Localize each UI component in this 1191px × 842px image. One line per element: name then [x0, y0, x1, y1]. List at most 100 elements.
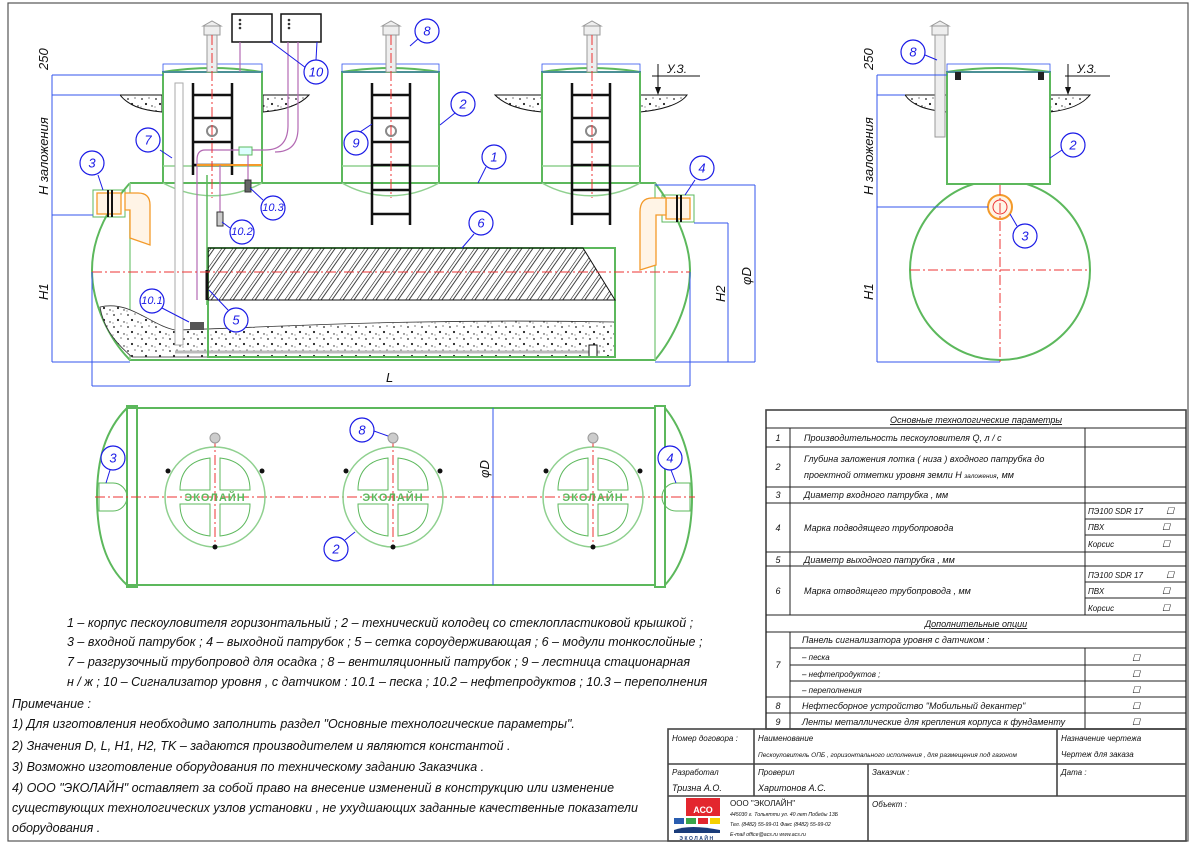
svg-text:Дата :: Дата : [1060, 768, 1087, 777]
overflow-sensor [244, 179, 252, 193]
sediment [99, 305, 616, 358]
note-item: оборудования . [12, 821, 100, 835]
note-item: 3) Возможно изготовление оборудования по… [12, 760, 484, 774]
svg-text:– песка: – песка [801, 653, 830, 662]
product-name: Пескоуловитель ОПБ , горизонтального исп… [758, 751, 1017, 759]
cover-brand-text: ЭКОЛАЙН [362, 491, 423, 504]
svg-text:ПЭ100 SDR 17: ПЭ100 SDR 17 [1088, 571, 1143, 580]
level-signal-panel-icon [231, 13, 322, 43]
svg-text:7: 7 [144, 133, 152, 148]
outlet-plan [661, 482, 691, 512]
svg-text:Проверил: Проверил [758, 768, 795, 777]
svg-text:445030 г. Тольятти ул. 40 лет: 445030 г. Тольятти ул. 40 лет Победы 13Б [730, 812, 839, 818]
callout-2-side: 2 [1060, 132, 1086, 158]
checkbox[interactable]: ☐ [1166, 570, 1175, 580]
ladder-icon [191, 83, 612, 225]
company-name: ООО "ЭКОЛАЙН" [730, 799, 795, 808]
note-item: 4) ООО "ЭКОЛАЙН" оставляет за собой прав… [12, 779, 614, 795]
svg-text:1: 1 [490, 150, 497, 165]
dim-h2: H2 [713, 285, 728, 302]
svg-text:ЭКОЛАЙН: ЭКОЛАЙН [679, 834, 714, 842]
dim-250-side: 250 [861, 48, 876, 71]
svg-text:ПЭ100 SDR 17: ПЭ100 SDR 17 [1088, 507, 1143, 516]
ground-level-label-side: У.З. [1076, 64, 1097, 76]
dim-h1: H1 [36, 283, 51, 300]
svg-text:Назначение чертежа: Назначение чертежа [1061, 734, 1142, 743]
svg-text:2: 2 [774, 462, 780, 472]
dim-250: 250 [36, 48, 51, 71]
checkbox[interactable]: ☐ [1166, 506, 1175, 516]
table-title: Основные технологические параметры [890, 415, 1062, 425]
svg-text:5: 5 [232, 313, 240, 328]
callout-10-2: 10.2 [229, 219, 255, 245]
sheet-frame [7, 2, 1189, 842]
checkbox[interactable]: ☐ [1132, 653, 1141, 663]
svg-text:Нефтесборное устройство "Мобил: Нефтесборное устройство "Мобильный декан… [802, 701, 1026, 711]
svg-text:4: 4 [698, 161, 705, 176]
thin-layer-modules [207, 247, 616, 301]
checkbox[interactable]: ☐ [1162, 586, 1171, 596]
well-3 [541, 67, 641, 197]
ground-section [639, 94, 688, 113]
sand-sensor [190, 322, 204, 330]
ground-section [118, 94, 163, 113]
note-item: существующих технологических узлов устан… [12, 801, 638, 815]
svg-text:Производительность пескоуловит: Производительность пескоуловителя Q, л /… [804, 433, 1002, 443]
plan-view: ЭКОЛАЙН ЭКОЛАЙН ЭКОЛАЙН φD [95, 405, 695, 588]
svg-text:1: 1 [775, 433, 780, 443]
svg-text:8: 8 [775, 701, 780, 711]
svg-text:– переполнения: – переполнения [801, 686, 862, 695]
note-item: 2) Значения D, L, H1, H2, TK – задаются … [11, 739, 510, 753]
ground-section [262, 94, 311, 113]
legend-line: 7 – разгрузочный трубопровод для осадка … [67, 655, 690, 669]
cover-brand-text: ЭКОЛАЙН [184, 491, 245, 504]
legend-line: 3 – входной патрубок ; 4 – выходной патр… [67, 635, 703, 649]
callout-8-plan: 8 [349, 417, 375, 443]
svg-text:Чертеж для заказа: Чертеж для заказа [1061, 750, 1134, 759]
note-item: 1) Для изготовления необходимо заполнить… [12, 717, 575, 731]
checkbox[interactable]: ☐ [1162, 539, 1171, 549]
callouts: 8 10 2 1 9 7 3 4 6 10.3 10.2 10.1 5 [79, 18, 715, 333]
svg-text:Марка отводящего трубопровода: Марка отводящего трубопровода , мм [804, 586, 971, 596]
callout-7: 7 [135, 127, 161, 153]
side-view: 250 H заложения H1 У.З. [861, 20, 1110, 363]
legend-line: н / ж ; 10 – Сигнализатор уровня , с дат… [67, 675, 708, 689]
checkbox[interactable]: ☐ [1132, 701, 1141, 711]
outlet-pipe [639, 197, 667, 271]
dim-h1-side: H1 [861, 283, 876, 300]
svg-text:Глубина заложения лотка ( низа: Глубина заложения лотка ( низа ) входног… [804, 454, 1044, 464]
checkbox[interactable]: ☐ [1132, 685, 1141, 695]
svg-text:7: 7 [775, 660, 781, 670]
title-block: Номер договора : Наименование Пескоулови… [667, 728, 1187, 842]
svg-text:3: 3 [775, 490, 780, 500]
ground-section [493, 94, 543, 113]
svg-text:Разработал: Разработал [672, 768, 719, 777]
svg-text:Харитонов А.С.: Харитонов А.С. [757, 783, 826, 793]
svg-text:ПВХ: ПВХ [1088, 523, 1105, 532]
callout-6: 6 [468, 210, 494, 236]
svg-text:Номер договора :: Номер договора : [672, 734, 738, 743]
callout-8-side: 8 [900, 39, 926, 65]
svg-text:3: 3 [1021, 229, 1029, 244]
options-title: Дополнительные опции [924, 619, 1027, 629]
checkbox[interactable]: ☐ [1132, 717, 1141, 727]
checkbox[interactable]: ☐ [1132, 669, 1141, 679]
svg-text:Панель сигнализатора уровня с: Панель сигнализатора уровня с датчиком : [802, 635, 990, 645]
dim-h-zal-side: H заложения [861, 117, 876, 195]
callout-1: 1 [481, 144, 507, 170]
callout-2-plan: 2 [323, 536, 349, 562]
checkbox[interactable]: ☐ [1162, 522, 1171, 532]
svg-text:Тел. (8482) 55-99-01 Факс (848: Тел. (8482) 55-99-01 Факс (8482) 55-99-0… [730, 822, 831, 828]
svg-text:2: 2 [458, 97, 467, 112]
svg-text:Корсис: Корсис [1088, 604, 1114, 613]
callout-10-1: 10.1 [139, 288, 165, 314]
callout-5: 5 [223, 307, 249, 333]
svg-text:проектной отметки уровня земли: проектной отметки уровня земли H заложен… [804, 470, 1014, 480]
svg-text:Заказчик :: Заказчик : [872, 768, 910, 777]
svg-text:9: 9 [352, 136, 359, 151]
checkbox[interactable]: ☐ [1162, 603, 1171, 613]
callout-3-plan: 3 [100, 445, 126, 471]
svg-text:8: 8 [358, 423, 366, 438]
elevation-view: 250 H заложения H1 L H2 φD У.З. [36, 13, 756, 387]
